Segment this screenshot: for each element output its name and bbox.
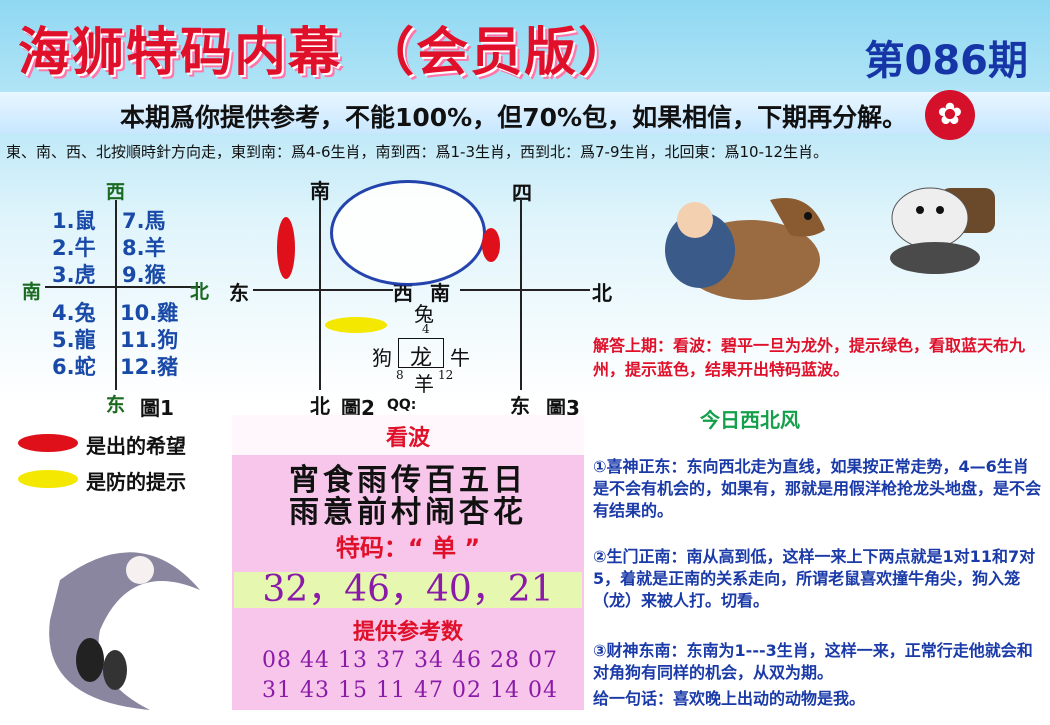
d1-top-label: 西 — [106, 181, 126, 203]
d1-zodiac-9: 9.猴 — [122, 263, 166, 287]
d2-right-label: 西 — [393, 281, 413, 305]
mini-br-num: 12 — [438, 368, 454, 382]
d1-zodiac-5: 5.龍 — [52, 328, 96, 352]
kanbo-panel — [232, 415, 584, 710]
d1-zodiac-4: 4.兔 — [52, 301, 96, 325]
diagram-3: 四 南 北 东 圖3 — [420, 175, 620, 420]
main-numbers: 32，46，40，21 — [234, 572, 582, 608]
d1-zodiac-10: 10.雞 — [120, 301, 179, 325]
blurred-overlay — [330, 180, 486, 286]
d1-zodiac-1: 1.鼠 — [52, 209, 96, 233]
d2-bottom-label: 北 — [310, 394, 330, 418]
d1-caption: 圖1 — [140, 396, 174, 420]
ref-numbers-row-2: 31 43 15 11 47 02 14 04 — [262, 678, 558, 703]
mini-box — [398, 338, 444, 368]
banner-bar — [0, 92, 1050, 134]
d1-left-label: 南 — [22, 281, 42, 303]
mini-right: 牛 — [450, 346, 470, 370]
page-title: 海狮特码内幕 （会员版） — [18, 23, 633, 83]
d1-vertical-line — [115, 200, 117, 390]
d1-zodiac-11: 11.狗 — [120, 328, 179, 352]
d3-vertical-line — [520, 200, 522, 390]
mini-bottom: 羊 — [414, 372, 434, 396]
d1-zodiac-2: 2.牛 — [52, 236, 96, 260]
d3-bottom-label: 东 — [510, 394, 530, 418]
d2-top-label: 南 — [310, 179, 330, 203]
tema-label: 特码：“ 单 ” — [335, 534, 481, 562]
kanbo-header-bg — [232, 415, 584, 455]
poem-line-1: 宵食雨传百五日 — [289, 463, 527, 498]
d1-zodiac-12: 12.豬 — [120, 355, 179, 379]
direction-rule-text: 東、南、西、北按順時針方向走，東到南：爲4-6生肖，南到西：爲1-3生肖，西到北… — [6, 143, 829, 161]
d3-red-oval — [482, 228, 500, 262]
d3-left-label: 南 — [430, 281, 450, 305]
d3-top-label: 四 — [512, 181, 532, 205]
legend-yellow-label: 是防的提示 — [86, 470, 186, 494]
d3-horizontal-line — [460, 289, 590, 291]
ref-numbers-row-1: 08 44 13 37 34 46 28 07 — [262, 648, 558, 673]
d1-bottom-label: 东 — [106, 394, 126, 416]
d1-right-label: 北 — [190, 281, 210, 303]
d1-horizontal-line — [45, 286, 200, 288]
paragraph-3: ③财神东南：东南为1---3生肖，这样一来，正常行走他就会和对角狗有同样的机会，… — [593, 641, 1033, 682]
d1-zodiac-6: 6.蛇 — [52, 355, 96, 379]
mini-middle: 龙 — [410, 346, 433, 371]
poem-line-2: 雨意前村闹杏花 — [289, 495, 527, 530]
diagram-2: 南 东 西 北 圖2 QQ: — [225, 175, 445, 420]
legend-yellow-swatch — [18, 470, 78, 488]
d1-zodiac-8: 8.羊 — [122, 236, 166, 260]
bauhinia-emblem-icon: ✿ — [925, 90, 975, 140]
d2-vertical-line — [319, 200, 321, 390]
legend-red-swatch — [18, 434, 78, 452]
mini-top: 兔 — [414, 302, 434, 326]
moon-kids-illustration — [20, 520, 220, 720]
horse-cartoon-illustration — [640, 180, 840, 310]
d3-right-label: 北 — [592, 281, 612, 305]
d2-red-oval — [277, 217, 295, 279]
d2-yellow-oval — [325, 317, 387, 333]
d2-horizontal-line — [253, 289, 393, 291]
mini-bl-num: 8 — [396, 368, 404, 382]
paragraph-1: ①喜神正东：东向西北走为直线，如果按正常走势，4—6生肖是不会有机会的，如果有，… — [593, 457, 1042, 520]
qq-label: QQ: — [387, 397, 417, 413]
banner-text: 本期爲你提供参考，不能100%，但70%包，如果相信，下期再分解。 — [120, 103, 908, 132]
ref-numbers-title: 提供参考数 — [352, 620, 463, 645]
today-wind: 今日西北风 — [700, 408, 800, 432]
d2-left-label: 东 — [229, 281, 249, 305]
kanbo-title: 看波 — [385, 426, 430, 451]
diagram-1: 西 南 北 东 圖1 1.鼠 2.牛 3.虎 4.兔 5.龍 6.蛇 7.馬 8… — [20, 175, 220, 420]
legend-red-label: 是出的希望 — [86, 434, 186, 458]
mini-left: 狗 — [372, 346, 392, 370]
d1-zodiac-3: 3.虎 — [52, 263, 96, 287]
hint-sentence: 给一句话：喜欢晚上出动的动物是我。 — [593, 689, 866, 708]
d1-zodiac-7: 7.馬 — [122, 209, 166, 233]
center-mini-diagram: 兔 4 狗 龙 牛 羊 8 12 — [360, 296, 480, 396]
cow-cartoon-illustration — [880, 168, 1020, 278]
last-issue-answer: 解答上期：看波：碧平一旦为龙外，提示绿色，看取蓝天布九州，提示蓝色，结果开出特码… — [593, 336, 1026, 379]
issue-number: 第086期 — [864, 38, 1029, 84]
paragraph-2: ②生门正南：南从高到低，这样一来上下两点就是1对11和7对5，着就是正南的关系走… — [593, 547, 1036, 610]
mini-top-num: 4 — [422, 322, 430, 336]
